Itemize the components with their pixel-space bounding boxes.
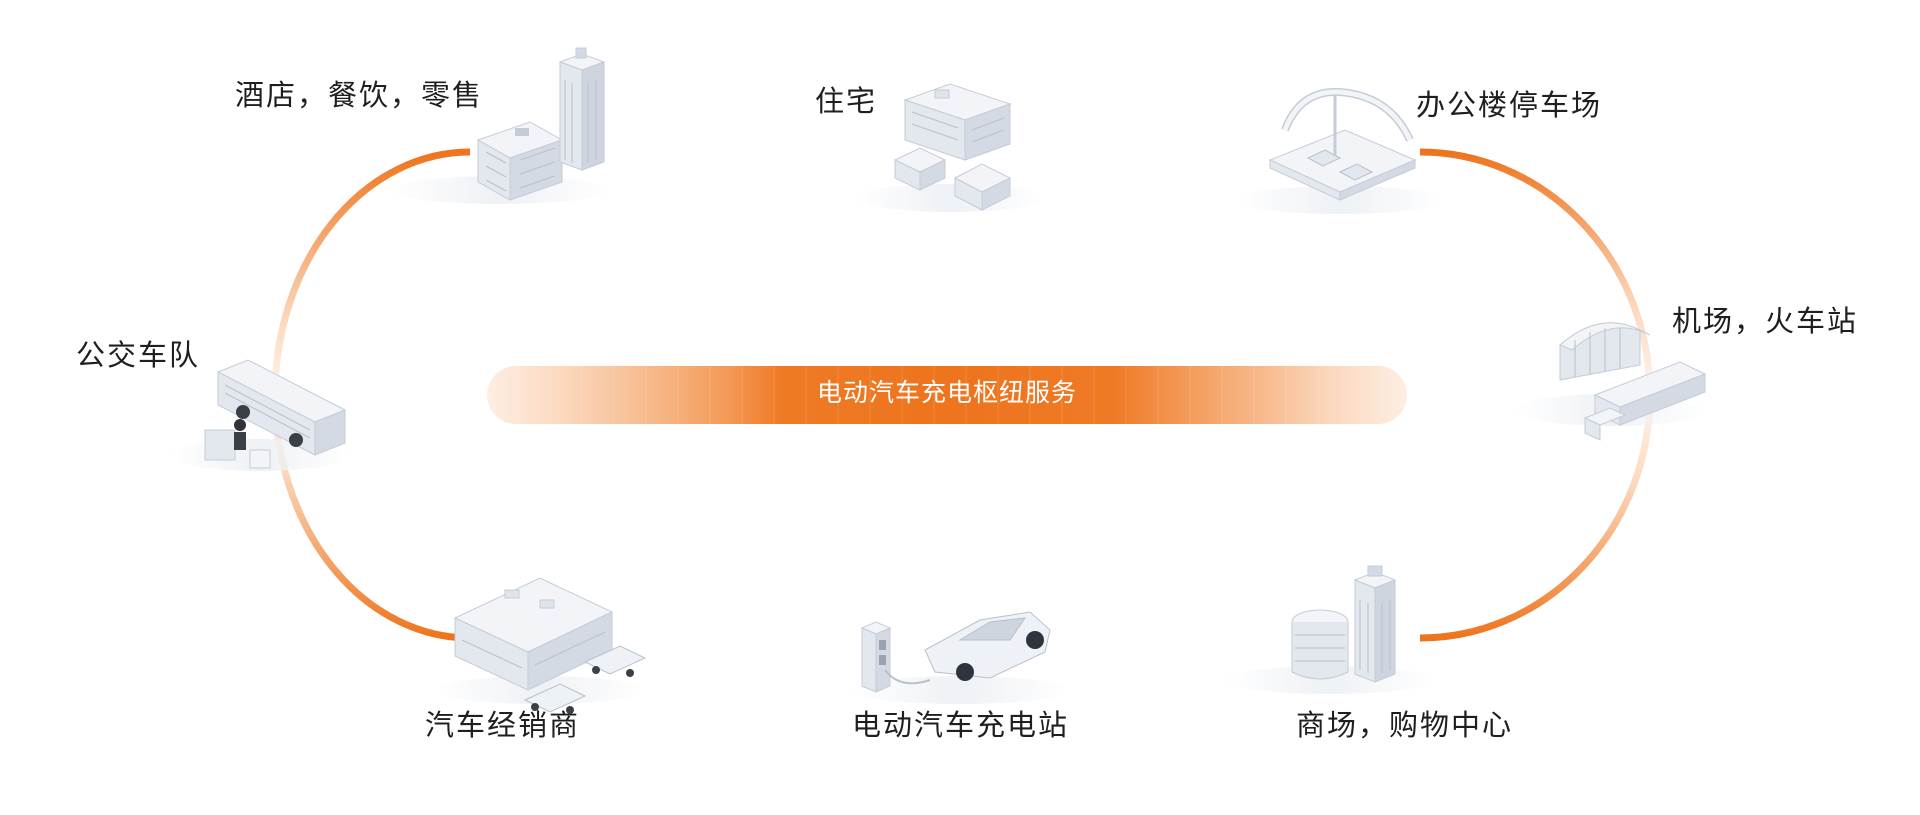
label-ev-station: 电动汽车充电站 bbox=[852, 708, 1070, 742]
label-office-parking: 办公楼停车场 bbox=[1416, 88, 1603, 122]
parking-garage-icon bbox=[1235, 87, 1445, 214]
hub-label: 电动汽车充电枢纽服务 bbox=[816, 378, 1077, 407]
label-bus-fleet: 公交车队 bbox=[76, 338, 201, 372]
dealership-icon bbox=[435, 577, 647, 714]
label-dealer: 汽车经销商 bbox=[425, 708, 581, 742]
airport-icon bbox=[1515, 322, 1707, 441]
hub-bar: 电动汽车充电枢纽服务 bbox=[487, 366, 1407, 424]
label-residence: 住宅 bbox=[815, 84, 878, 118]
hub-bar-stripes bbox=[487, 366, 1407, 424]
label-airport: 机场，火车站 bbox=[1672, 304, 1859, 338]
house-icon bbox=[855, 83, 1045, 212]
shopping-mall-icon bbox=[1225, 565, 1435, 694]
bus-icon bbox=[170, 359, 350, 471]
label-mall: 商场，购物中心 bbox=[1296, 708, 1514, 742]
charging-station-icon bbox=[850, 611, 1070, 704]
label-hotel: 酒店，餐饮，零售 bbox=[235, 78, 484, 112]
hotel-building-icon bbox=[390, 47, 610, 204]
